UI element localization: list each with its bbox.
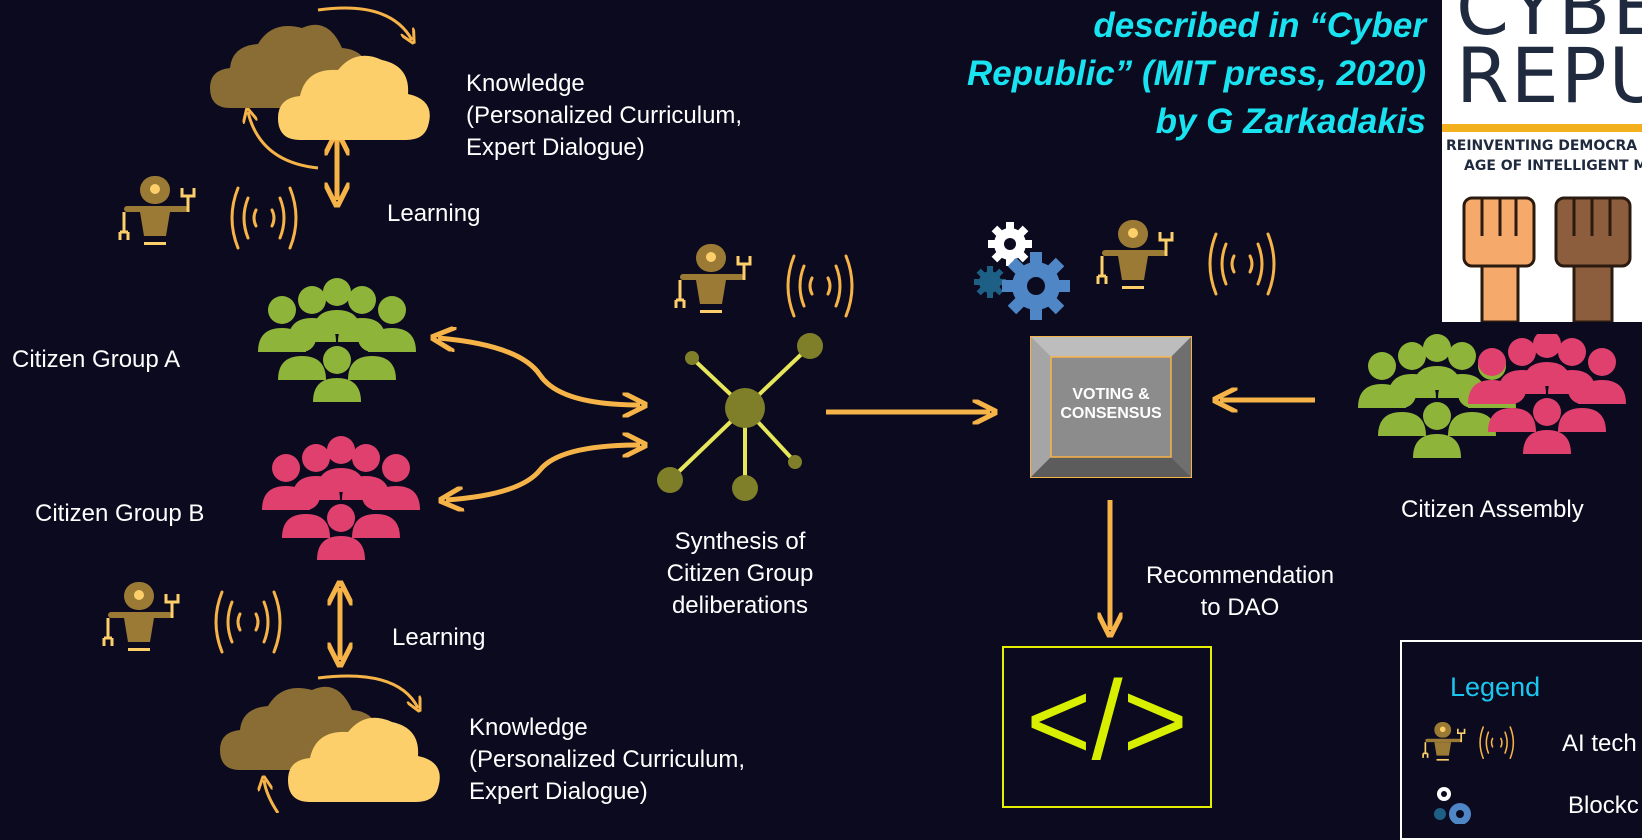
network-hub-icon — [657, 333, 823, 501]
voting-line1: VOTING & — [1072, 386, 1150, 403]
cloud-icon — [220, 686, 440, 802]
book-citation: described in “Cyber Republic” (MIT press… — [860, 2, 1426, 146]
knowledge-top-line1: Knowledge — [466, 70, 585, 97]
book-cover: CYBE REPUB REINVENTING DEMOCRA AGE OF IN… — [1442, 0, 1642, 322]
diagram-connectors — [0, 6, 1315, 813]
group-b-arrow — [446, 445, 640, 500]
robot-icon — [1096, 220, 1174, 291]
robot-icon — [1422, 722, 1466, 762]
robot-icon — [102, 582, 180, 653]
recommendation-label: Recommendation to DAO — [1130, 560, 1350, 624]
knowledge-top-line3: Expert Dialogue) — [466, 134, 645, 161]
code-symbol: </> — [1026, 658, 1188, 783]
people-group-icon — [262, 436, 420, 560]
cycle-arrow-top-a — [317, 6, 412, 40]
people-group-icon — [258, 278, 416, 402]
book-subtitle-line2: AGE OF INTELLIGENT M — [1464, 158, 1642, 174]
synthesis-line2: Citizen Group — [666, 560, 814, 587]
robot-icon — [674, 244, 752, 315]
synthesis-line1: Synthesis of — [674, 528, 806, 555]
robot-icon — [118, 176, 196, 247]
voting-consensus-box — [1030, 336, 1192, 478]
book-title-top: CYBE — [1456, 0, 1642, 52]
book-subtitle-line1: REINVENTING DEMOCRA — [1446, 138, 1638, 154]
group-a-label: Citizen Group A — [12, 346, 181, 373]
book-title-bottom: REPUB — [1456, 31, 1642, 120]
group-b-label: Citizen Group B — [35, 500, 205, 527]
legend-box: Legend AI tech Blockc — [1400, 640, 1642, 840]
wireless-signal-icon — [1208, 232, 1276, 296]
citation-line2: Republic” (MIT press, 2020) — [966, 54, 1426, 93]
knowledge-label-top: Knowledge (Personalized Curriculum, Expe… — [466, 68, 742, 164]
assembly-label: Citizen Assembly — [1401, 496, 1584, 523]
knowledge-bottom-line1: Knowledge — [469, 714, 588, 741]
knowledge-label-bottom: Knowledge (Personalized Curriculum, Expe… — [469, 712, 745, 808]
gears-icon — [1434, 787, 1471, 824]
synthesis-label: Synthesis of Citizen Group deliberations — [630, 526, 850, 622]
knowledge-top-line2: (Personalized Curriculum, — [466, 102, 743, 129]
voting-line2: CONSENSUS — [1060, 405, 1162, 422]
learning-label-top: Learning — [387, 200, 481, 227]
knowledge-bottom-line2: (Personalized Curriculum, — [469, 746, 746, 773]
wireless-signal-icon — [1479, 726, 1515, 760]
book-accent-bar — [1442, 124, 1642, 132]
citation-line3: by G Zarkadakis — [1155, 102, 1426, 141]
legend-blockchain-label: Blockc — [1568, 792, 1639, 819]
learning-label-bottom: Learning — [392, 624, 486, 651]
cycle-arrow-bottom-b — [264, 780, 280, 813]
legend-title: Legend — [1450, 672, 1541, 702]
knowledge-bottom-line3: Expert Dialogue) — [469, 778, 648, 805]
recommendation-line2: to DAO — [1200, 594, 1280, 621]
wireless-signal-icon — [786, 254, 854, 318]
voting-consensus-label: VOTING & CONSENSUS — [1030, 385, 1192, 423]
gears-icon — [974, 222, 1070, 320]
wireless-signal-icon — [230, 186, 298, 250]
citation-line1: described in “Cyber — [1093, 6, 1426, 45]
recommendation-line1: Recommendation — [1145, 562, 1335, 589]
raised-fist-icon — [1462, 196, 1632, 322]
group-a-arrow — [438, 338, 640, 405]
people-group-icon — [1358, 334, 1626, 458]
wireless-signal-icon — [214, 590, 282, 654]
synthesis-line3: deliberations — [671, 592, 809, 619]
cloud-icon — [210, 24, 430, 140]
cycle-arrow-bottom-a — [317, 674, 418, 708]
legend-ai-label: AI tech — [1562, 730, 1637, 757]
dao-code-box: </> — [1002, 646, 1212, 808]
cycle-arrow-top-b — [248, 112, 319, 170]
